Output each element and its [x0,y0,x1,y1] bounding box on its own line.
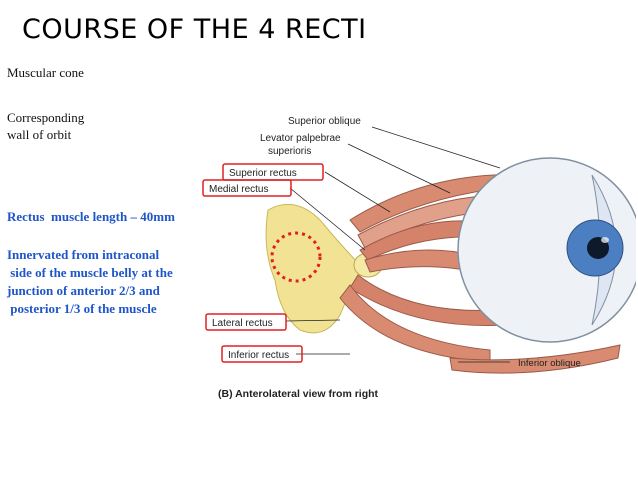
rectus-length-note: Rectus muscle length – 40mm [7,209,175,224]
lateral-rectus-box [205,313,287,331]
medial-rectus-box [202,179,292,197]
label-superior-oblique: Superior oblique [288,116,361,127]
inferior-rectus-box [221,345,303,363]
label-levator-1: Levator palpebrae [260,133,341,144]
label-levator-2: superioris [268,146,311,157]
slide-title: COURSE OF THE 4 RECTI [22,14,367,45]
eye-muscle-diagram: Superior oblique Levator palpebrae super… [202,116,636,400]
label-medial-rectus: Medial rectus [209,184,268,195]
label-inferior-oblique: Inferior oblique [518,358,581,369]
note-muscular-cone: Muscular cone [7,65,84,80]
label-inferior-rectus: Inferior rectus [228,350,289,361]
inferior-oblique-muscle [449,344,621,374]
eyeball [457,157,636,343]
orbit-apex-bone [265,203,366,334]
label-lateral-rectus: Lateral rectus [212,318,273,329]
figure-caption: (B) Anterolateral view from right [218,388,379,400]
annotation-dotted-circle [270,231,322,283]
label-superior-rectus: Superior rectus [229,168,297,179]
note-orbit-wall: Corresponding wall of orbit [7,110,85,142]
innervation-note: Innervated from intraconal side of the m… [7,247,173,316]
